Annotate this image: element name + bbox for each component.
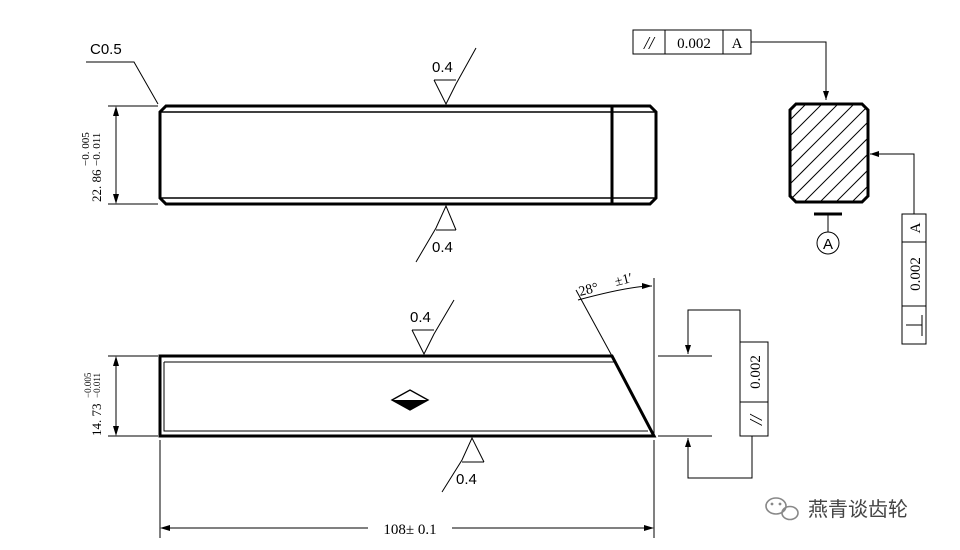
- parallel-side-value: 0.002: [748, 355, 764, 389]
- height-upper-tol-bottom: −0.005: [83, 372, 93, 398]
- length-value: 108± 0.1: [383, 522, 436, 538]
- perpendicular-symbol-icon: [906, 315, 923, 336]
- perpendicular-leader: [870, 151, 915, 214]
- parallel-frame-side: 0.002 //: [658, 309, 769, 479]
- height-dimension-bottom-view: 14. 73 −0.005 −0.011: [83, 355, 158, 437]
- top-view: C0.5 0.4 0.4 22. 86 −0. 005 −0. 011: [80, 41, 658, 263]
- svg-text:0.4: 0.4: [410, 309, 431, 326]
- top-view-outline: [158, 104, 658, 206]
- perpendicular-datum: A: [908, 222, 924, 233]
- svg-text:0.4: 0.4: [432, 239, 453, 256]
- height-lower-tol-bottom: −0.011: [92, 373, 102, 398]
- parallel-side-symbol: //: [746, 413, 766, 426]
- datum-label: A: [823, 236, 833, 253]
- height-lower-tol-top: −0. 011: [91, 133, 103, 166]
- svg-text:0.4: 0.4: [456, 471, 477, 488]
- parallel-symbol-top: //: [643, 33, 656, 53]
- section-outline: [788, 102, 870, 204]
- bottom-view: 0.4 0.4 14. 73 −0.005 −0.011: [83, 271, 769, 538]
- perpendicular-value: 0.002: [908, 257, 924, 291]
- roughness-symbol-top-view-bottom: 0.4: [415, 204, 457, 263]
- section-view: A: [788, 102, 915, 255]
- length-dimension: 108± 0.1: [159, 440, 655, 538]
- roughness-symbol-top-view-top: 0.4: [432, 47, 477, 106]
- parallel-datum-top: A: [732, 36, 743, 52]
- height-upper-tol-top: −0. 005: [80, 132, 92, 166]
- watermark-text: 燕青谈齿轮: [808, 497, 908, 521]
- roughness-symbol-bottom-view-top: 0.4: [410, 299, 455, 356]
- height-dimension-top-view: 22. 86 −0. 005 −0. 011: [80, 105, 158, 205]
- svg-text:0.4: 0.4: [432, 59, 453, 76]
- wechat-logo-icon: [765, 497, 799, 521]
- watermark: 燕青谈齿轮: [765, 497, 908, 521]
- section-hatch: [790, 104, 868, 202]
- roughness-symbol-bottom-view-bottom: 0.4: [441, 436, 485, 493]
- chamfer-label: C0.5: [90, 41, 122, 58]
- height-nominal-top: 22. 86: [89, 169, 104, 202]
- angle-value: 28°: [577, 281, 600, 300]
- parallel-frame-top: // 0.002 A: [632, 29, 829, 100]
- perpendicular-frame: A 0.002: [901, 213, 927, 345]
- height-nominal-bottom: 14. 73: [89, 404, 104, 437]
- angle-tolerance: ±1′: [613, 271, 634, 290]
- datum-circle: [816, 231, 840, 255]
- parallel-value-top: 0.002: [677, 36, 711, 52]
- chamfer-leader: [86, 61, 159, 105]
- angle-dimension: 28° ±1′: [575, 271, 655, 436]
